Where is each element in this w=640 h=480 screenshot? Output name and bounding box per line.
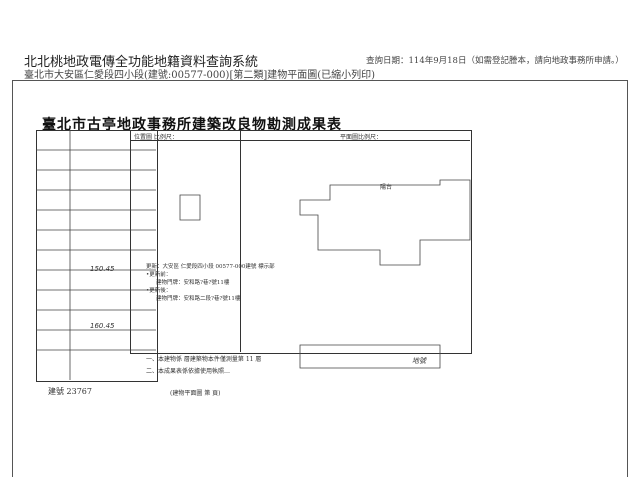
note-line: 建物門牌：安和路二段?巷?號11樓 — [156, 296, 241, 302]
survey-title: 臺北市古亭地政事務所建築改良物勘測成果表 — [42, 117, 342, 133]
bottom-left-label: 建號 23767 — [48, 387, 92, 396]
location-scale-label: 位置圖 比例尺： — [134, 134, 178, 141]
area-total: 160.45 — [90, 322, 115, 330]
document-subtitle: 臺北市大安區仁愛段四小段(建號:00577-000)[第二類]建物平面圖(已縮小… — [24, 70, 376, 81]
note-line: 更新：大安區 仁愛段四小段 00577-000建號 標示部 — [146, 264, 275, 270]
document-frame — [12, 80, 628, 477]
query-date: 查詢日期：114年9月18日（如需登記謄本，請向地政事務所申請。） — [366, 56, 624, 66]
footnote-2: 二、本成果表係依據使用執照… — [146, 368, 231, 375]
divider — [130, 140, 470, 141]
divider — [240, 130, 241, 352]
footnote-1: 一、本建物係 層建築物本件僅測量第 11 層 — [146, 356, 262, 363]
note-line: •更新前： — [146, 272, 172, 278]
update-note: 更新：大安區 仁愛段四小段 00577-000建號 標示部 •更新前： 建物門牌… — [146, 263, 275, 303]
stamp-text: 地號 — [412, 357, 426, 365]
outer-table — [130, 130, 472, 354]
left-data-column — [36, 130, 158, 382]
bottom-mid-label: (建物平面圖 第 頁) — [170, 390, 221, 397]
note-line: •更新後： — [146, 288, 172, 294]
plan-scale-label: 平面圖比例尺： — [340, 134, 383, 141]
note-line: 建物門牌：安和路?巷?號11樓 — [156, 280, 230, 286]
balcony-label: 陽台 — [380, 184, 393, 191]
system-title: 北北桃地政電傳全功能地籍資料查詢系統 — [24, 55, 259, 70]
area-left: 150.45 — [90, 265, 115, 273]
